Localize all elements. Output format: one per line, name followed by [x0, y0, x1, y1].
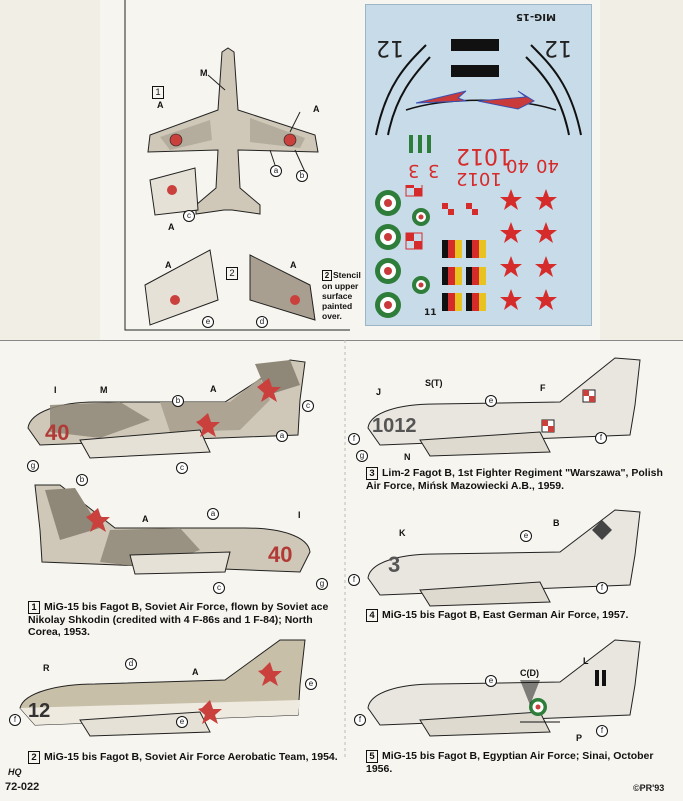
p2-callout-e-tail: e [305, 678, 317, 690]
p4-callout-f: f [348, 574, 360, 586]
decal-40-b: 40 [536, 155, 559, 176]
profile-1-code: 40 [45, 420, 70, 445]
decal-black-bar-1 [451, 39, 499, 51]
p3-callout-g: g [356, 450, 368, 462]
p1-callout-a: a [276, 430, 288, 442]
p3-callout-e: e [485, 395, 497, 407]
top-label-A-lower: A [168, 222, 175, 232]
decal-3-b: 3 [428, 160, 440, 181]
p5-callout-f: f [354, 714, 366, 726]
top-callout-a: a [270, 165, 282, 177]
profile-1b-aircraft [34, 484, 311, 575]
p1-label-I: I [54, 385, 57, 395]
p5-label-L: L [583, 656, 589, 666]
decal-stripes-and-arrows [375, 44, 582, 153]
profile-4-aircraft [367, 509, 641, 607]
top-label-A-left: A [157, 100, 164, 110]
top-view-2-number: 2 [226, 267, 242, 285]
top-callout-d: d [256, 316, 268, 328]
p3-callout-f: f [348, 433, 360, 445]
p5-label-CD: C(D) [520, 668, 539, 678]
top-label-A-wing1: A [165, 260, 172, 270]
p1b-callout-c: c [213, 582, 225, 594]
p1-callout-b: b [172, 395, 184, 407]
p1b-callout-a: a [207, 508, 219, 520]
decal-bottom-marks: 11 [424, 308, 437, 318]
p1b-label-I: I [298, 510, 301, 520]
p1b-callout-g: g [316, 578, 328, 590]
p3-label-ST: S(T) [425, 378, 443, 388]
top-label-A-right: A [313, 104, 320, 114]
top-label-M: M [200, 68, 208, 78]
top-label-A-wing2: A [290, 260, 297, 270]
decal-insignia-grid [375, 185, 557, 318]
hq-logo: HQ [8, 767, 22, 777]
p3-label-F: F [540, 383, 546, 393]
p4-callout-e: e [520, 530, 532, 542]
profile-1-aircraft [27, 359, 306, 459]
decal-sheet: MIG-15 12 12 1012 1012 3 3 40 40 [365, 4, 592, 326]
profile-5-aircraft [367, 639, 641, 737]
p1-label-A: A [210, 384, 217, 394]
p4-label-K: K [399, 528, 406, 538]
p5-callout-f-right: f [596, 725, 608, 737]
profile-3-code: 1012 [372, 415, 417, 437]
p2-callout-d: d [125, 658, 137, 670]
profile-1b-code: 40 [268, 542, 293, 567]
top-view-1-number: 1 [152, 86, 168, 104]
decal-40-a: 40 [506, 155, 529, 176]
p3-label-J: J [376, 387, 382, 397]
p1-callout-c-tail: c [302, 400, 314, 412]
p4-label-B: B [553, 518, 560, 528]
p3-callout-f-right: f [595, 432, 607, 444]
top-sheet-drawings [124, 0, 350, 331]
profile-drawings [19, 340, 641, 760]
copyright-text: ©PR'93 [633, 783, 665, 793]
top-callout-b: b [296, 170, 308, 182]
p5-callout-e: e [485, 675, 497, 687]
p1-callout-c: c [176, 462, 188, 474]
p2-label-R: R [43, 663, 50, 673]
decal-3-a: 3 [408, 160, 420, 181]
profile-3-aircraft [367, 357, 641, 457]
profile-4-code: 3 [388, 552, 401, 577]
top-callout-e: e [202, 316, 214, 328]
p3-label-N: N [404, 452, 411, 462]
p4-callout-f-right: f [596, 582, 608, 594]
p1-label-M: M [100, 385, 108, 395]
decal-1012-a: 1012 [456, 143, 512, 168]
catalog-number: 72-022 [5, 781, 40, 793]
top-callout-c: c [183, 210, 195, 222]
p5-label-P: P [576, 733, 583, 743]
p2-label-A: A [192, 667, 199, 677]
profile-2-aircraft [19, 639, 306, 737]
profile-2-code: 12 [28, 700, 51, 722]
p1b-callout-b: b [76, 474, 88, 486]
p2-callout-e: e [176, 716, 188, 728]
p1-callout-g: g [27, 460, 39, 472]
plan-view-aircraft [147, 47, 319, 215]
p1b-label-A: A [142, 514, 149, 524]
decal-black-bar-2 [451, 65, 499, 77]
p2-callout-f: f [9, 714, 21, 726]
